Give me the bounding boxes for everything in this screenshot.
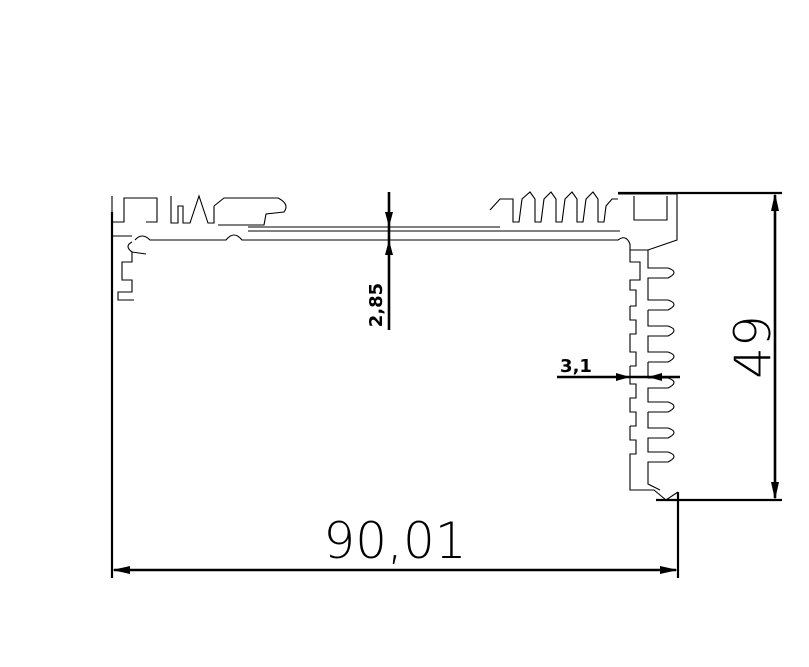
aluminum-profile-outline [111,191,679,501]
width-dimension: 90,01 [110,212,680,578]
side-wall-arrow-left [616,373,630,381]
height-arrow-bottom [771,482,779,500]
width-arrow-right [660,566,678,574]
top-wall-thickness-value: 2,85 [366,283,387,327]
height-value: 49 [724,315,782,379]
side-wall-arrow-right [648,373,662,381]
width-arrow-left [112,566,130,574]
width-value: 90,01 [323,512,466,570]
top-wall-thickness-dimension: 2,85 [366,192,393,330]
top-wall-arrow-top [385,212,393,227]
side-wall-thickness-value: 3,1 [560,356,592,377]
top-wall-arrow-bottom [385,240,393,255]
side-wall-thickness-dimension: 3,1 [557,356,680,381]
height-dimension: 49 [618,191,782,502]
height-arrow-top [771,193,779,211]
